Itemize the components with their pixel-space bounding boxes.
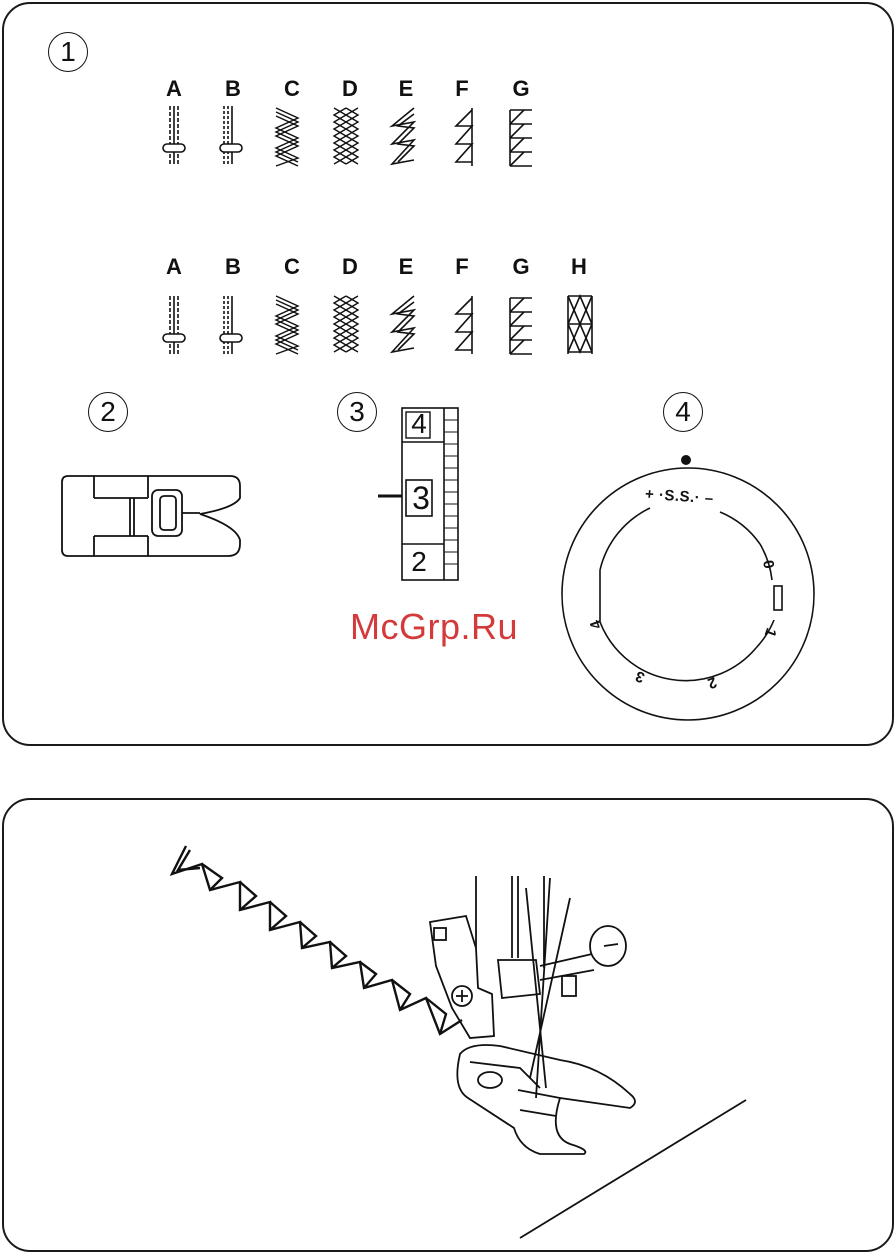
stitch-icon-b-1	[220, 106, 242, 164]
stitch-icon-d-2	[334, 296, 358, 352]
sewing-illustration	[0, 798, 896, 1254]
presser-foot-icon	[60, 472, 250, 562]
gauge-value-3: 3	[406, 480, 436, 516]
stitch-patterns	[0, 0, 896, 400]
stitch-icon-a-2	[163, 296, 185, 354]
gauge-value-4: 4	[404, 408, 434, 440]
stitch-icon-c-2	[276, 296, 298, 354]
dial-indicator-dot	[681, 455, 691, 465]
stitch-icon-b-2	[220, 296, 242, 354]
stitch-icon-g-1	[510, 110, 532, 166]
stitch-icon-h-2	[568, 296, 592, 354]
stitch-icon-e-1	[392, 108, 414, 164]
stitch-icon-g-2	[510, 298, 532, 354]
stitch-icon-f-1	[456, 108, 472, 166]
stitch-icon-f-2	[456, 296, 472, 354]
watermark: McGrp.Ru	[350, 606, 518, 648]
stitch-icon-e-2	[392, 296, 414, 352]
stitch-icon-d-1	[334, 108, 358, 164]
stitch-icon-c-1	[276, 108, 298, 166]
decorative-stitch-line	[172, 846, 462, 1034]
gauge-value-2: 2	[404, 546, 434, 578]
stitch-icon-a-1	[163, 106, 185, 164]
